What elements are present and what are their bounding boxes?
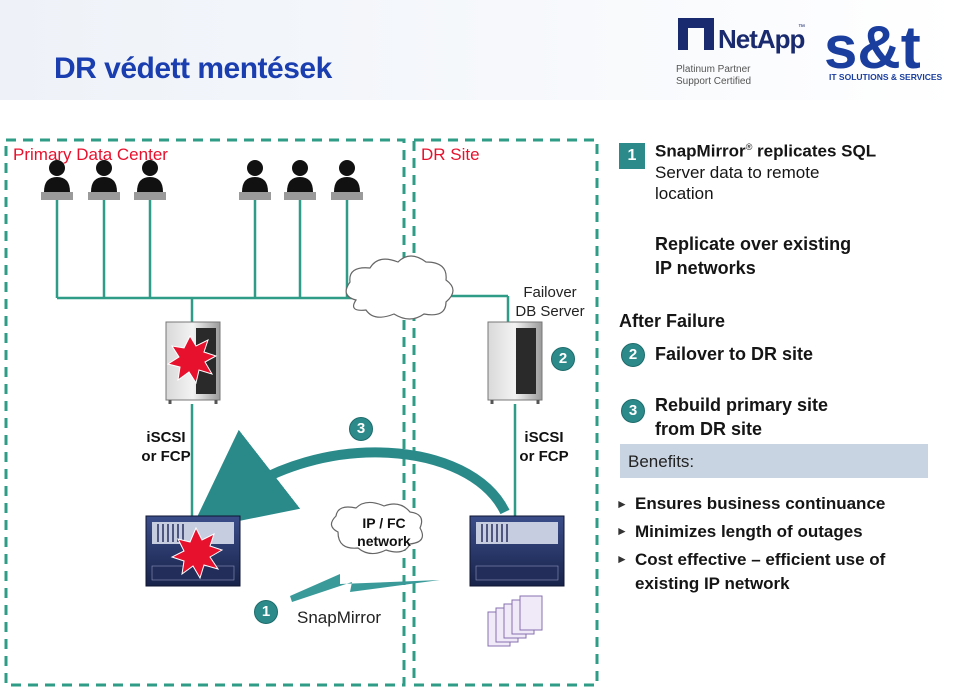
step-3-badge: 3 bbox=[621, 399, 645, 423]
network-lines bbox=[55, 200, 517, 516]
step-1-text: SnapMirror® replicates SQL Server data t… bbox=[655, 137, 945, 204]
iscsi-left-line2: or FCP bbox=[141, 448, 191, 465]
rebuild-arrow-icon bbox=[190, 429, 510, 531]
benefit-text: Minimizes length of outages bbox=[635, 521, 863, 541]
netapp-partner-line1: Platinum Partner bbox=[676, 64, 751, 75]
storage-failure-burst-icon bbox=[170, 526, 224, 580]
step-2-text: Failover to DR site bbox=[655, 344, 814, 364]
netapp-logo-text: NetApp bbox=[718, 24, 805, 54]
netapp-logo-icon bbox=[678, 18, 714, 50]
primary-data-center-title: Primary Data Center bbox=[13, 145, 168, 164]
step-1-badge: 1 bbox=[619, 143, 645, 169]
user-icon bbox=[41, 160, 73, 200]
benefits-bar bbox=[620, 444, 928, 478]
step-1-snapmirror: SnapMirror bbox=[655, 141, 746, 161]
failover-label-line1: Failover bbox=[523, 284, 577, 301]
bullet-arrow-icon: ► bbox=[616, 552, 628, 566]
benefit-item-continuation: existing IP network bbox=[616, 573, 946, 593]
user-icon bbox=[88, 160, 120, 200]
bullet-arrow-icon: ► bbox=[616, 496, 628, 511]
snt-tagline: IT SOLUTIONS & SERVICES bbox=[829, 72, 943, 82]
iscsi-right-line2: or FCP bbox=[519, 448, 569, 465]
step-1-line2: Server data to remote bbox=[655, 162, 820, 182]
benefit-item: ► Minimizes length of outages bbox=[616, 517, 946, 545]
ip-fc-cloud-icon bbox=[330, 501, 423, 555]
page-title: DR védett mentések bbox=[54, 52, 332, 85]
dr-storage-icon bbox=[469, 515, 565, 587]
step-1-line1: SnapMirror® replicates SQL bbox=[655, 137, 945, 162]
benefit-item: ► Cost effective – efficient use of bbox=[616, 545, 946, 573]
failover-label-line2: DB Server bbox=[515, 303, 585, 320]
bullet-arrow-icon: ► bbox=[616, 524, 628, 538]
network-label-line1: IP / FC bbox=[362, 515, 406, 531]
replicate-line1: Replicate over existing bbox=[655, 234, 852, 254]
netapp-tm: ™ bbox=[798, 24, 805, 31]
snapshot-copies-icon bbox=[487, 595, 543, 647]
failover-db-server-icon bbox=[487, 321, 543, 404]
step-3-badge-diagram: 3 bbox=[349, 417, 373, 441]
snapmirror-label: SnapMirror bbox=[297, 608, 382, 627]
network-label-line2: network bbox=[357, 533, 411, 549]
snt-logo-letters: s&t bbox=[824, 14, 921, 74]
failover-db-server-label: Failover DB Server bbox=[510, 283, 590, 321]
user-icon bbox=[239, 160, 271, 200]
dr-diagram bbox=[4, 138, 599, 687]
benefit-text: Cost effective – efficient use of bbox=[635, 549, 886, 569]
step-2-badge-diagram: 2 bbox=[551, 347, 575, 371]
ip-fc-network-label: IP / FC network bbox=[344, 514, 424, 550]
iscsi-left-label: iSCSI or FCP bbox=[140, 428, 192, 466]
benefits-label: Benefits: bbox=[628, 452, 695, 471]
iscsi-left-line1: iSCSI bbox=[146, 429, 186, 446]
user-icon bbox=[134, 160, 166, 200]
replicate-text: Replicate over existing IP networks bbox=[655, 232, 851, 280]
benefit-text: existing IP network bbox=[635, 573, 790, 593]
user-icon bbox=[284, 160, 316, 200]
title-bar bbox=[0, 0, 960, 100]
failure-burst-icon bbox=[166, 334, 218, 385]
step-2-badge: 2 bbox=[621, 343, 645, 367]
benefits-list: ► Ensures business continuance ► Minimiz… bbox=[616, 490, 946, 593]
step-1-badge-diagram: 1 bbox=[254, 600, 278, 624]
registered-mark: ® bbox=[745, 142, 753, 152]
step-3-text: Rebuild primary site from DR site bbox=[655, 393, 828, 441]
benefit-item: ► Ensures business continuance bbox=[616, 490, 946, 517]
step-3-line2: from DR site bbox=[655, 419, 763, 439]
user-icon bbox=[331, 160, 363, 200]
after-failure-heading: After Failure bbox=[619, 311, 726, 331]
dr-site-title: DR Site bbox=[421, 145, 480, 164]
step-3-line1: Rebuild primary site bbox=[655, 395, 829, 415]
netapp-partner-text: Platinum Partner Support Certified bbox=[676, 64, 751, 88]
benefit-text: Ensures business continuance bbox=[635, 494, 886, 513]
snt-logo-icon: s&t bbox=[824, 14, 921, 74]
step-1-line1-rest: replicates SQL bbox=[752, 141, 877, 161]
dr-zone bbox=[412, 138, 599, 687]
wan-cloud-icon bbox=[345, 255, 454, 320]
iscsi-right-line1: iSCSI bbox=[524, 429, 564, 446]
primary-zone bbox=[4, 138, 406, 687]
replicate-line2: IP networks bbox=[655, 258, 756, 278]
iscsi-right-label: iSCSI or FCP bbox=[516, 428, 572, 466]
users-group bbox=[41, 160, 363, 200]
netapp-partner-line2: Support Certified bbox=[676, 76, 752, 87]
snapmirror-link-icon bbox=[290, 574, 440, 602]
step-1-line3: location bbox=[655, 183, 714, 203]
